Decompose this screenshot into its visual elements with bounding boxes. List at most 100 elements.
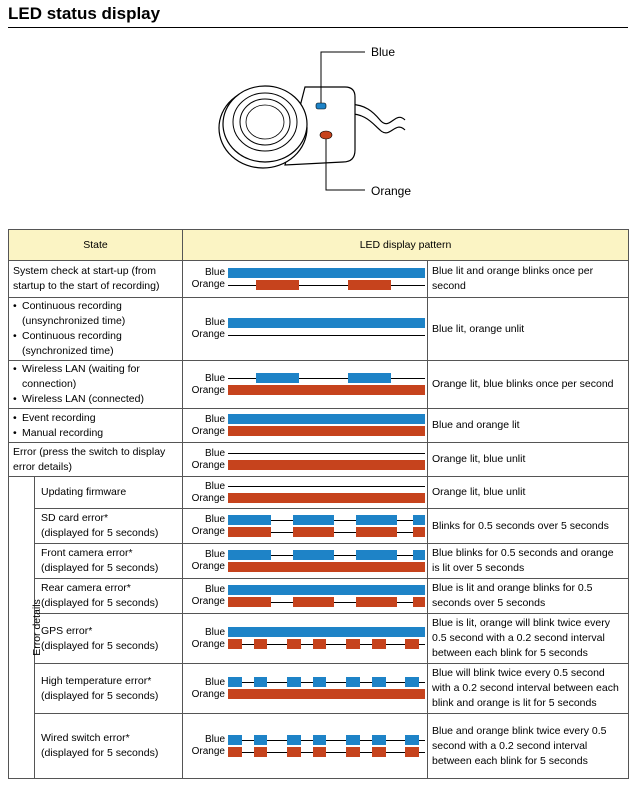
state-cell: Updating firmware [34, 476, 183, 509]
pattern-blue-label: Blue [204, 734, 225, 745]
pattern-tracks [228, 413, 425, 438]
pattern-tracks [228, 317, 425, 342]
state-bullet-item: Wireless LAN (waiting for connection) [13, 362, 178, 392]
blue-on-segment [371, 677, 386, 687]
blue-on-segment [371, 734, 386, 745]
state-text: GPS error* [41, 624, 93, 637]
pattern-description: Blue lit and orange blinks once per seco… [426, 260, 630, 298]
blue-led-track [228, 677, 425, 688]
table-row: Rear camera error*(displayed for 5 secon… [9, 578, 630, 614]
orange-on-segment [405, 746, 420, 757]
orange-led-track [228, 493, 425, 504]
state-cell: Event recordingManual recording [8, 408, 183, 443]
pattern-description: Blue and orange lit [426, 408, 630, 443]
state-cell: Wireless LAN (waiting for connection)Wir… [8, 360, 183, 409]
blue-led-track [228, 414, 425, 425]
blue-on-segment [228, 549, 272, 560]
state-text: High temperature error* [41, 674, 152, 687]
pattern-description: Orange lit, blue blinks once per second [426, 360, 630, 409]
pattern-blue-label: Blue [204, 626, 225, 638]
blue-on-segment [293, 514, 335, 525]
blue-on-segment [413, 514, 425, 525]
orange-on-segment [228, 596, 272, 607]
pattern-blue-label: Blue [204, 267, 225, 278]
state-bullets: Wireless LAN (waiting for connection)Wir… [13, 362, 178, 407]
blue-led-track [228, 317, 425, 329]
table-row: High temperature error*(displayed for 5 … [9, 663, 630, 714]
pattern-description: Orange lit, blue unlit [426, 476, 630, 509]
state-bullet-item: Continuous recording (unsynchronized tim… [13, 299, 178, 329]
orange-on-segment [371, 639, 386, 649]
state-text: System check at start-up (from startup t… [13, 265, 160, 292]
blue-baseline [228, 739, 425, 741]
blue-led-track [228, 448, 425, 459]
pattern-tracks [228, 626, 425, 651]
blue-on-segment [228, 584, 425, 595]
state-text: (displayed for 5 seconds) [41, 639, 159, 652]
pattern-tracks [228, 584, 425, 609]
state-text: Error (press the switch to display error… [13, 445, 166, 473]
state-cell: Front camera error*(displayed for 5 seco… [34, 543, 183, 579]
pattern-orange-label: Orange [191, 688, 225, 700]
orange-on-segment [356, 526, 398, 537]
pattern-blue-label: Blue [204, 549, 225, 560]
orange-led-track [228, 746, 425, 758]
pattern-blue-label: Blue [204, 447, 225, 459]
orange-on-segment [293, 526, 335, 537]
pattern-description: Blue lit, orange unlit [426, 297, 630, 361]
state-cell: High temperature error*(displayed for 5 … [34, 663, 183, 714]
orange-on-segment [287, 639, 301, 649]
orange-on-segment [255, 279, 299, 290]
blue-on-segment [405, 677, 420, 687]
orange-on-segment [253, 746, 268, 757]
orange-led-track [228, 639, 425, 650]
orange-on-segment [405, 639, 420, 649]
blue-led-track [228, 627, 425, 638]
blue-led-track [228, 734, 425, 746]
orange-on-segment [228, 561, 425, 572]
pattern-blue-label: Blue [204, 372, 225, 384]
state-bullet-item: Wireless LAN (connected) [13, 392, 178, 407]
blue-led-track [228, 549, 425, 561]
table-row: SD card error*(displayed for 5 seconds)B… [9, 508, 630, 544]
blue-baseline [228, 682, 425, 683]
table-row: Event recordingManual recordingBlueOrang… [8, 408, 630, 443]
state-text: SD card error* [41, 512, 109, 524]
state-bullet-item: Event recording [13, 411, 178, 426]
blue-on-segment [405, 734, 420, 745]
state-bullet-item: Continuous recording (synchronized time) [13, 329, 178, 359]
pattern-orange-label: Orange [191, 459, 225, 471]
pattern-blue-label: Blue [204, 514, 225, 525]
pattern-description: Blue and orange blink twice every 0.5 se… [426, 713, 630, 779]
pattern-blue-label: Blue [204, 480, 225, 492]
orange-led [319, 130, 333, 140]
led-status-table: State LED display pattern System check a… [8, 229, 630, 779]
blue-on-segment [255, 373, 299, 383]
orange-on-segment [413, 596, 425, 607]
table-row: Wireless LAN (waiting for connection)Wir… [8, 360, 630, 409]
blue-on-segment [413, 549, 425, 560]
orange-baseline [228, 284, 425, 286]
state-cell: Rear camera error*(displayed for 5 secon… [34, 578, 183, 614]
blue-on-segment [287, 677, 301, 687]
orange-on-segment [312, 746, 327, 757]
blue-on-segment [346, 734, 360, 745]
pattern-tracks [228, 267, 425, 292]
pattern-orange-label: Orange [191, 279, 225, 290]
pattern-description: Orange lit, blue unlit [426, 442, 630, 477]
blue-on-segment [312, 677, 327, 687]
